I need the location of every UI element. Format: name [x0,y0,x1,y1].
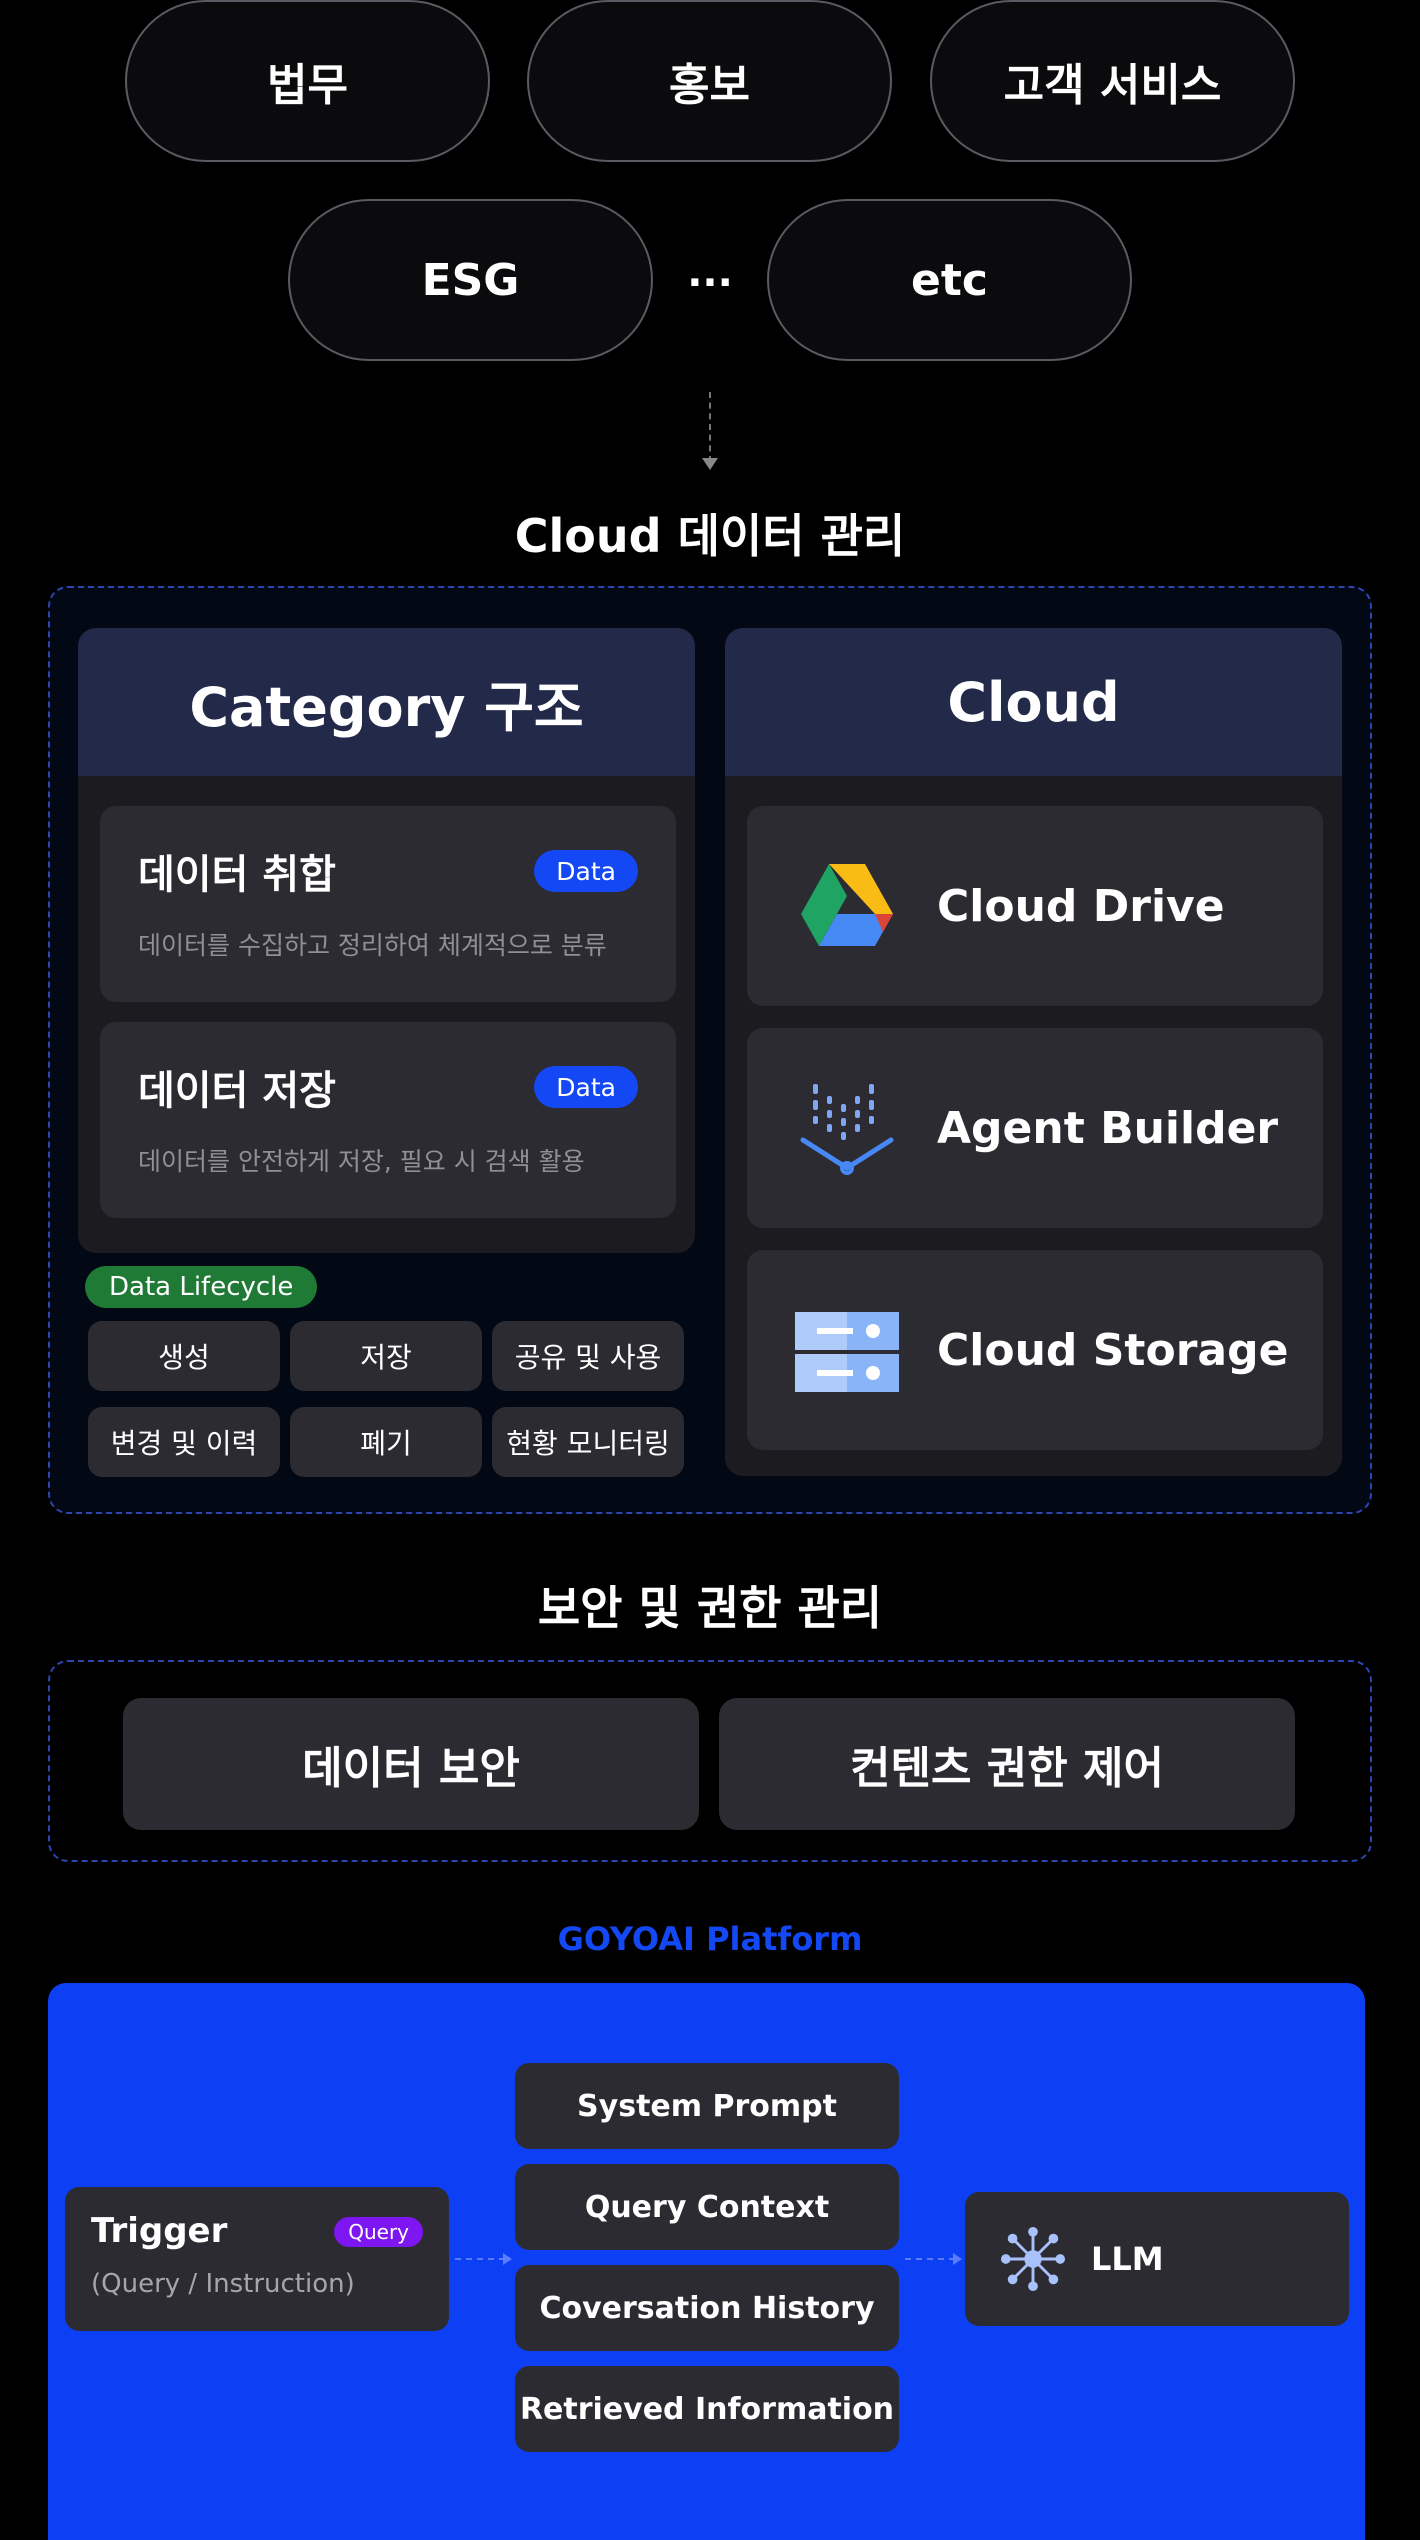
context-conversation-history: Coversation History [515,2265,899,2351]
query-badge: Query [334,2217,423,2247]
agent-builder-icon [800,1084,894,1175]
trigger-subtitle: (Query / Instruction) [91,2269,355,2299]
dept-pill-legal: 법무 [125,0,490,162]
connector-line [905,2258,955,2260]
card-data-collection: 데이터 취합 Data 데이터를 수집하고 정리하여 체계적으로 분류 [100,806,676,1002]
cloud-item-drive: Cloud Drive [747,806,1323,1006]
lifecycle-item: 폐기 [290,1407,482,1477]
card-title: 데이터 저장 [138,1068,336,1114]
category-panel-title: Category 구조 [78,628,695,776]
llm-label: LLM [1091,2240,1164,2278]
connector-line [455,2258,505,2260]
dept-pill-pr: 홍보 [527,0,892,162]
context-system-prompt: System Prompt [515,2063,899,2149]
flow-arrow-head [702,458,718,470]
cloud-item-label: Agent Builder [937,1102,1279,1154]
lifecycle-item: 현황 모니터링 [492,1407,684,1477]
dept-pill-etc: etc [767,199,1132,361]
data-badge: Data [534,1066,638,1108]
content-permission-box: 컨텐츠 권한 제어 [719,1698,1295,1830]
dept-pill-customer-service: 고객 서비스 [930,0,1295,162]
llm-box: LLM [965,2192,1349,2326]
security-section-title: 보안 및 권한 관리 [537,1581,883,1635]
context-retrieved-information: Retrieved Information [515,2366,899,2452]
cloud-item-label: Cloud Storage [937,1324,1289,1376]
lifecycle-item: 공유 및 사용 [492,1321,684,1391]
context-query-context: Query Context [515,2164,899,2250]
data-badge: Data [534,850,638,892]
card-data-storage: 데이터 저장 Data 데이터를 안전하게 저장, 필요 시 검색 활용 [100,1022,676,1218]
data-security-box: 데이터 보안 [123,1698,699,1830]
dept-pill-esg: ESG [288,199,653,361]
ellipsis: ... [687,250,733,296]
data-lifecycle-badge: Data Lifecycle [85,1266,318,1308]
cloud-panel: Cloud Cloud Drive [725,628,1342,1476]
trigger-title: Trigger [91,2211,228,2251]
cloud-panel-title: Cloud [725,628,1342,776]
cloud-item-storage: Cloud Storage [747,1250,1323,1450]
lifecycle-item: 생성 [88,1321,280,1391]
trigger-box: Trigger Query (Query / Instruction) [65,2187,449,2331]
connector-arrow [953,2253,962,2265]
cloud-item-agent-builder: Agent Builder [747,1028,1323,1228]
card-description: 데이터를 수집하고 정리하여 체계적으로 분류 [138,931,607,960]
cloud-storage-icon [795,1312,899,1392]
network-nodes-icon [1000,2226,1066,2292]
cloud-section-title: Cloud 데이터 관리 [514,509,906,563]
card-title: 데이터 취합 [138,852,336,898]
lifecycle-item: 변경 및 이력 [88,1407,280,1477]
cloud-item-label: Cloud Drive [937,880,1225,932]
category-panel: Category 구조 데이터 취합 Data 데이터를 수집하고 정리하여 체… [78,628,695,1253]
connector-arrow [503,2253,512,2265]
lifecycle-item: 저장 [290,1321,482,1391]
flow-arrow-line [709,392,711,462]
google-drive-icon [801,864,893,946]
platform-title: GOYOAI Platform [557,1920,863,1958]
card-description: 데이터를 안전하게 저장, 필요 시 검색 활용 [138,1147,585,1176]
cloud-section-box: Category 구조 데이터 취합 Data 데이터를 수집하고 정리하여 체… [48,586,1372,1514]
